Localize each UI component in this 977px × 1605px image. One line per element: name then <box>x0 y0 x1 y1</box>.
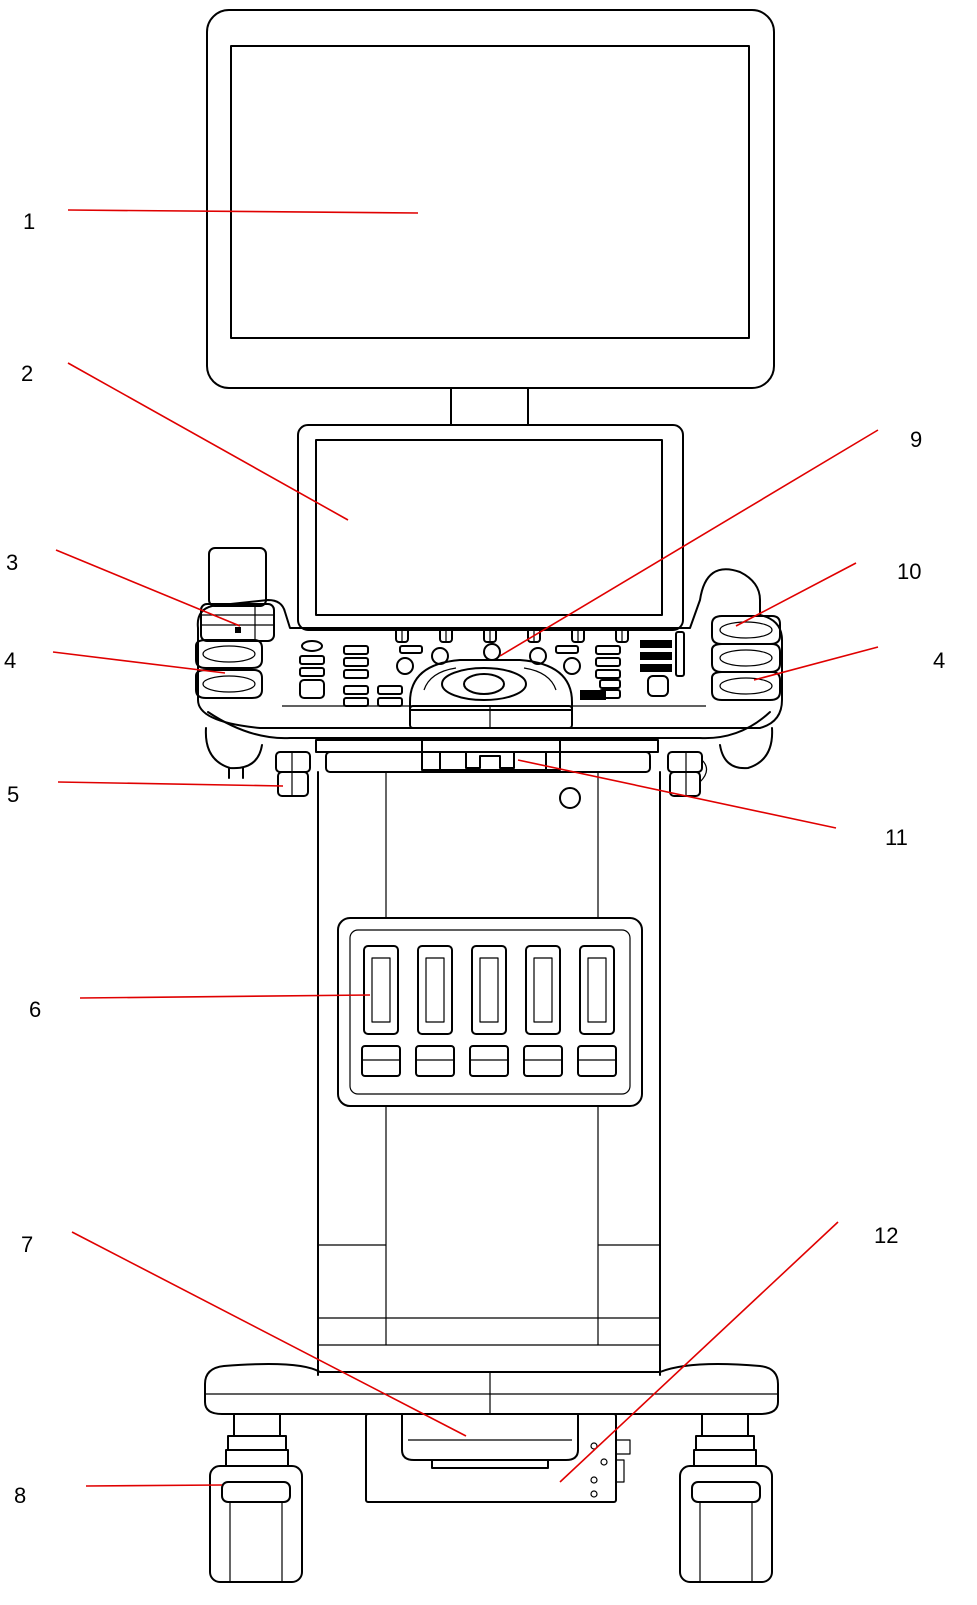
leader-11 <box>518 760 836 828</box>
probe-holder-left <box>196 640 262 698</box>
callout-9: 9 <box>910 427 922 452</box>
leader-3 <box>56 550 240 626</box>
left-button-cluster <box>300 641 402 706</box>
probe-port-5 <box>578 946 616 1076</box>
probe-port-3 <box>470 946 508 1076</box>
callout-12: 12 <box>874 1223 898 1248</box>
callout-10: 10 <box>897 559 921 584</box>
under-panel-tray <box>316 740 658 808</box>
leader-4a <box>53 652 225 673</box>
cart-column <box>318 772 660 1375</box>
leader-12 <box>560 1222 838 1482</box>
main-monitor <box>207 10 774 388</box>
leader-8 <box>86 1485 222 1486</box>
probe-port-4 <box>524 946 562 1076</box>
leader-lines <box>53 210 878 1486</box>
cart-base <box>205 1364 778 1414</box>
callout-labels: 1 2 3 4 5 6 7 8 9 10 4 11 12 <box>4 209 945 1508</box>
callout-1: 1 <box>23 209 35 234</box>
leader-4b <box>754 647 878 680</box>
side-handle-right <box>668 752 707 796</box>
probe-ports-panel <box>338 918 642 1106</box>
leader-10 <box>736 563 856 626</box>
callout-3: 3 <box>6 550 18 575</box>
right-button-cluster <box>580 632 684 700</box>
side-handle-left <box>276 752 310 796</box>
caster-left <box>210 1414 302 1582</box>
callout-11: 11 <box>885 825 908 850</box>
leader-7 <box>72 1232 466 1436</box>
gel-bottle <box>201 548 274 641</box>
leader-1 <box>68 210 418 213</box>
probe-port-2 <box>416 946 454 1076</box>
caster-right <box>680 1414 772 1582</box>
callout-5: 5 <box>7 782 19 807</box>
leader-6 <box>80 995 370 998</box>
control-panel <box>196 569 782 778</box>
foot-pedal <box>402 1414 578 1468</box>
callout-8: 8 <box>14 1483 26 1508</box>
callout-2: 2 <box>21 361 33 386</box>
callout-7: 7 <box>21 1232 33 1257</box>
callout-4a: 4 <box>4 648 16 673</box>
leader-9 <box>500 430 878 656</box>
probe-holder-right <box>712 616 780 700</box>
leader-5 <box>58 782 283 786</box>
leader-2 <box>68 363 348 520</box>
probe-port-1 <box>362 946 400 1076</box>
callout-4b: 4 <box>933 648 945 673</box>
trackball-area <box>410 660 572 728</box>
callout-6: 6 <box>29 997 41 1022</box>
touch-screen <box>298 425 683 630</box>
monitor-arm <box>451 388 528 425</box>
